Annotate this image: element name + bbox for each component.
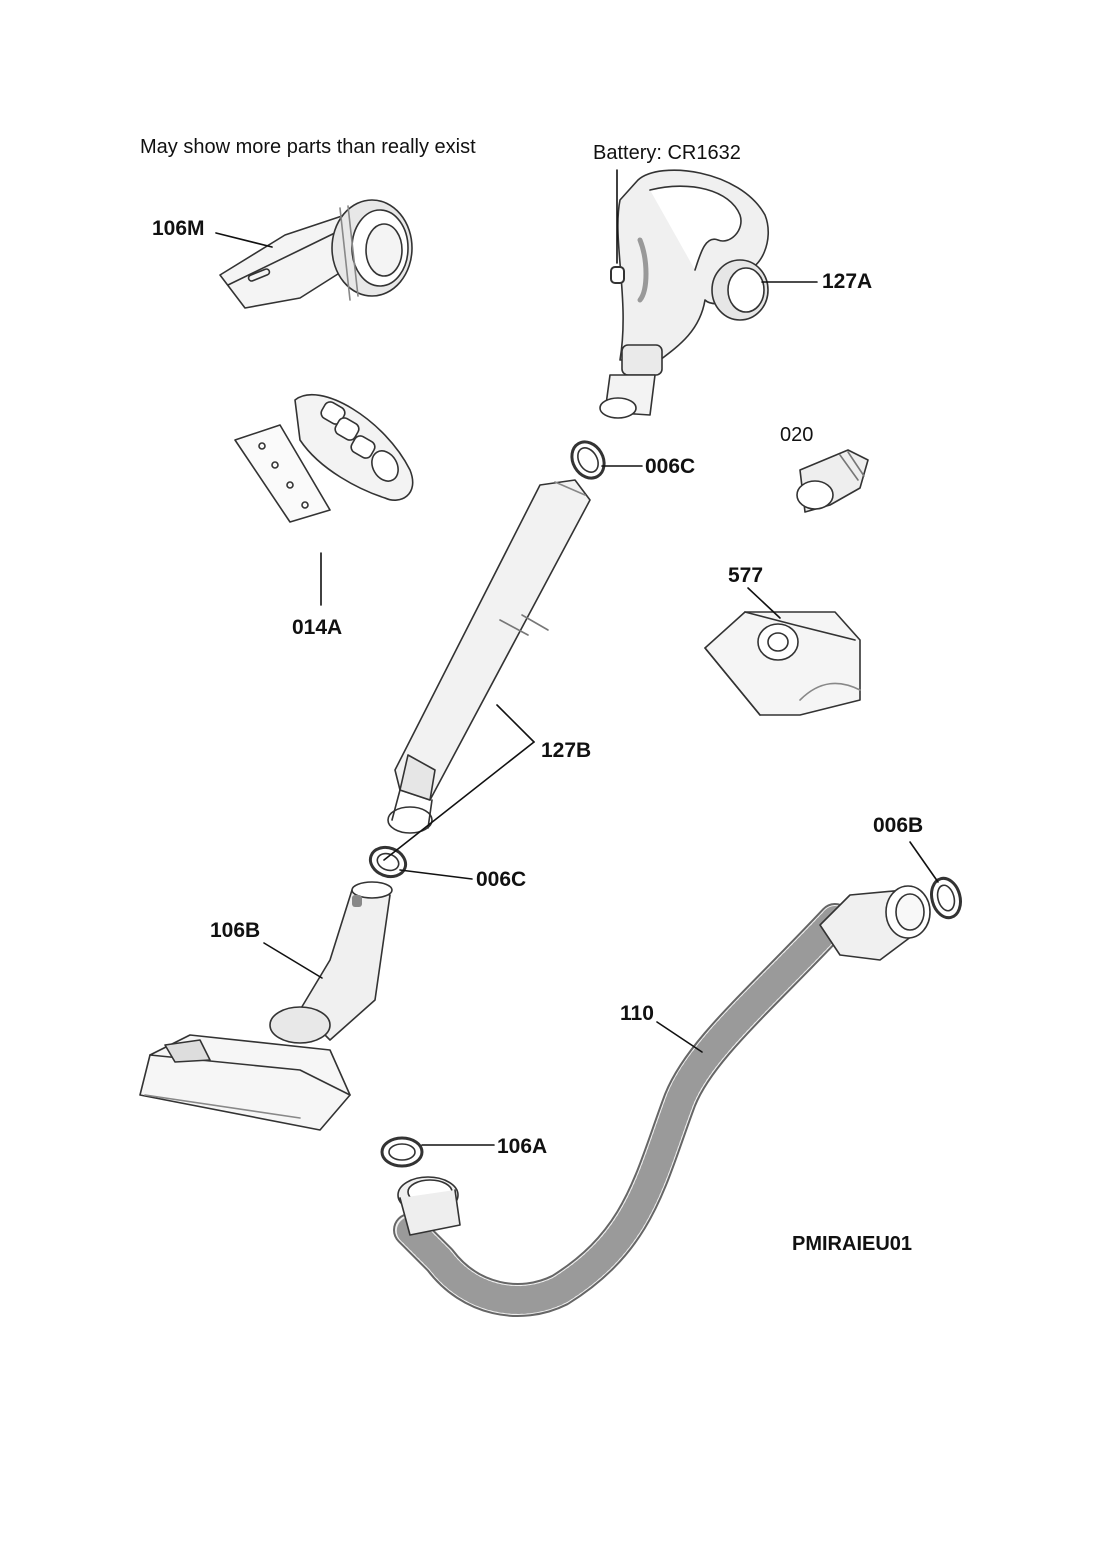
disclaimer-note: May show more parts than really exist — [140, 136, 476, 158]
label-020: 020 — [780, 424, 814, 446]
label-106B: 106B — [210, 919, 261, 942]
leader-lines — [215, 169, 939, 1146]
label-577: 577 — [728, 564, 764, 587]
label-127B: 127B — [541, 739, 592, 762]
label-006C-bottom: 006C — [476, 868, 527, 891]
part-006C-bottom-drawing — [368, 845, 408, 879]
leader-106M — [215, 232, 273, 248]
leader-006C-bottom — [399, 869, 473, 880]
leader-127B-a — [496, 704, 535, 743]
label-006B: 006B — [873, 814, 924, 837]
label-014A: 014A — [292, 616, 343, 639]
label-127A: 127A — [822, 270, 873, 293]
part-127A-drawing — [599, 169, 770, 419]
part-127B-drawing — [387, 479, 591, 834]
leader-110 — [656, 1021, 703, 1053]
part-006B-drawing — [930, 876, 962, 920]
leader-127B-b — [383, 741, 535, 861]
leader-106B — [263, 942, 323, 979]
leader-577 — [747, 587, 781, 619]
label-106M: 106M — [152, 217, 205, 240]
part-020-drawing — [796, 449, 869, 513]
part-110-drawing — [393, 885, 931, 1317]
part-106M-drawing — [219, 199, 413, 309]
part-014A-drawing — [234, 394, 414, 523]
label-106A: 106A — [497, 1135, 548, 1158]
leader-006B — [909, 841, 939, 883]
part-106A-drawing — [380, 1136, 424, 1168]
label-110: 110 — [620, 1002, 654, 1025]
part-577-drawing — [704, 611, 861, 716]
part-006C-top-drawing — [570, 440, 606, 480]
part-106B-drawing — [139, 881, 393, 1131]
label-006C-top: 006C — [645, 455, 696, 478]
diagram-code: PMIRAIEU01 — [792, 1233, 913, 1255]
battery-note: Battery: CR1632 — [593, 142, 741, 164]
